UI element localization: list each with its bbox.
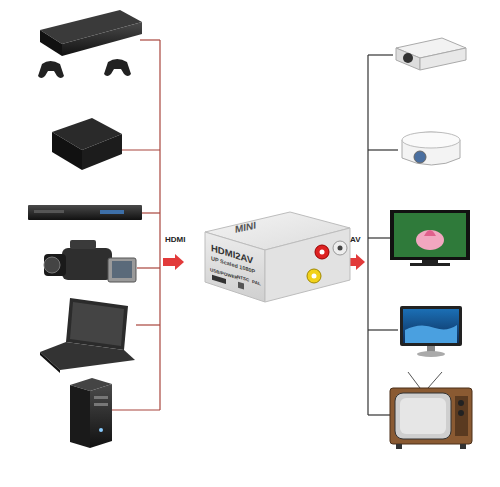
camcorder [44,240,136,282]
projector [402,132,460,165]
monitor [400,306,462,357]
converter-box: MINIHDMI2AVUP Scaled 1080P [205,210,351,304]
laptop [40,298,135,373]
port-label: AV [350,236,361,244]
game-console [38,10,142,78]
crt-tv [390,372,472,449]
lcd-tv [390,210,470,266]
brand-text: MINI [235,221,256,235]
converter-housing [205,212,350,302]
projector [396,38,466,70]
bluray-player [28,205,142,220]
media-box [52,118,122,170]
port-label: HDMI [165,236,185,244]
pc-tower [70,378,112,448]
